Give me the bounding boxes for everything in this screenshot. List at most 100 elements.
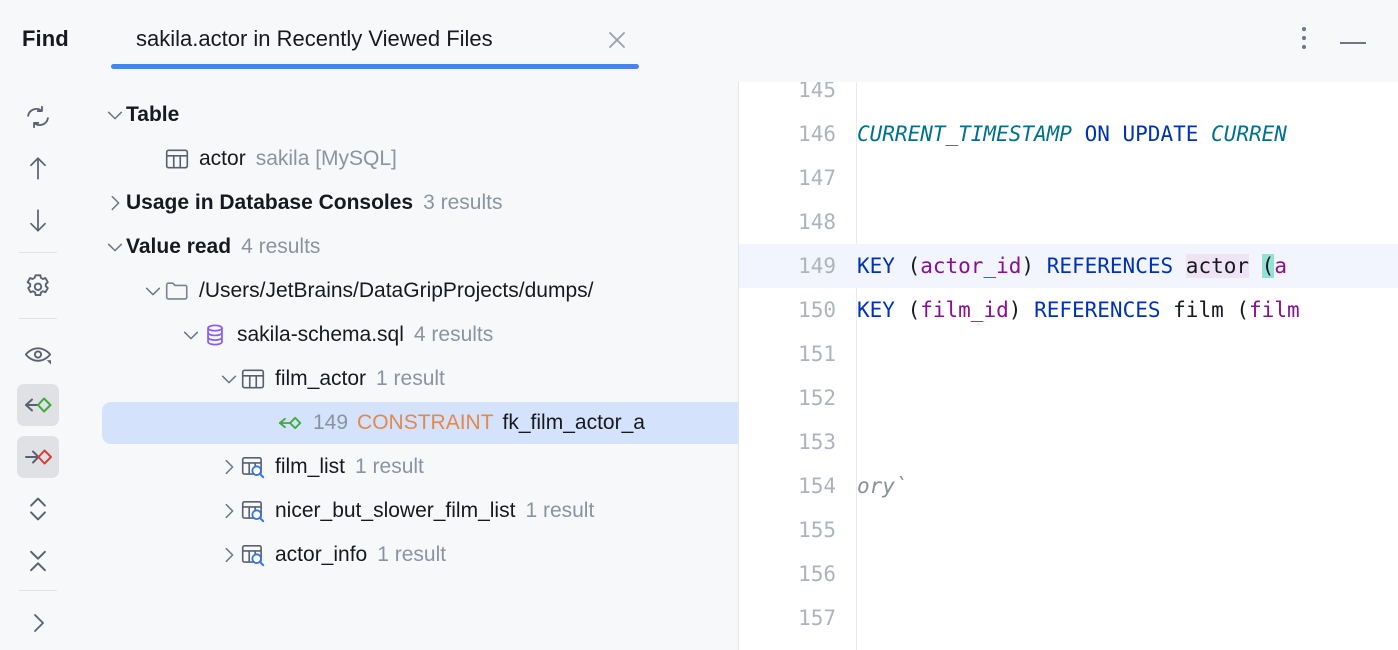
table-icon — [240, 366, 266, 392]
gutter-line[interactable]: 156 — [739, 552, 856, 596]
code-line[interactable] — [857, 200, 1398, 244]
tree-row-count: 1 result — [355, 455, 424, 478]
code-token: ory` — [857, 474, 908, 498]
more-vertical-icon[interactable] — [1294, 27, 1314, 55]
chevron-down-icon[interactable] — [180, 324, 202, 346]
gutter-line[interactable]: 153 — [739, 420, 856, 464]
tree-row-label: nicer_but_slower_film_list — [275, 499, 516, 522]
tree-row-count: 1 result — [377, 543, 447, 566]
gutter-line[interactable]: 154 — [739, 464, 856, 508]
code-line[interactable] — [857, 508, 1398, 552]
arrow-down-icon[interactable] — [17, 200, 59, 242]
usage-highlight-token: actor — [1185, 254, 1250, 278]
gutter-line[interactable]: 151 — [739, 332, 856, 376]
code-token: film — [1173, 298, 1224, 322]
gutter-line[interactable]: 152 — [739, 376, 856, 420]
tree-row[interactable]: Table — [76, 93, 738, 137]
code-token: actor_id — [920, 254, 1022, 278]
gutter-line[interactable]: 149 — [739, 244, 856, 288]
chevron-right-icon[interactable] — [218, 544, 240, 566]
chevron-right-icon[interactable] — [218, 500, 240, 522]
current-line-highlight — [739, 244, 1398, 288]
line-number: 149 — [798, 254, 836, 278]
code-line[interactable]: ory` — [857, 464, 1398, 508]
code-token: REFERENCES — [1034, 298, 1161, 322]
line-number: 157 — [798, 606, 836, 630]
tree-row-label: Value read — [126, 235, 232, 258]
code-token: CURREN — [1211, 122, 1287, 146]
code-line[interactable] — [857, 156, 1398, 200]
code-line[interactable] — [857, 420, 1398, 464]
gutter-line[interactable]: 148 — [739, 200, 856, 244]
value-read-icon — [278, 412, 304, 434]
expand-all-icon[interactable] — [17, 488, 59, 530]
code-line[interactable]: KEY (actor_id) REFERENCES actor (a — [857, 244, 1398, 288]
table-icon — [164, 146, 190, 172]
code-token: CURRENT_TIMESTAMP — [857, 122, 1072, 146]
line-number: 154 — [798, 474, 836, 498]
refresh-icon[interactable] — [17, 96, 59, 138]
match-line-number: 149 — [313, 411, 349, 434]
chevron-down-icon[interactable] — [104, 104, 126, 126]
code-token: ( — [1223, 298, 1250, 322]
gutter-line[interactable]: 157 — [739, 596, 856, 640]
gutter-line[interactable]: 147 — [739, 156, 856, 200]
chevron-down-icon[interactable] — [104, 236, 126, 258]
collapse-all-icon[interactable] — [17, 540, 59, 582]
value-write-icon[interactable] — [17, 436, 59, 478]
line-number: 156 — [798, 562, 836, 586]
toolbar-divider — [19, 252, 57, 253]
chevron-down-icon[interactable] — [142, 280, 164, 302]
tree-row-count: sakila [MySQL] — [255, 147, 397, 170]
tree-chevron-spacer — [142, 148, 164, 170]
folder-icon — [164, 278, 190, 304]
code-token — [1173, 254, 1186, 278]
close-icon[interactable] — [605, 28, 629, 52]
arrow-up-icon[interactable] — [17, 148, 59, 190]
code-line[interactable]: KEY (film_id) REFERENCES film (film — [857, 288, 1398, 332]
gutter-line[interactable]: 155 — [739, 508, 856, 552]
gutter-line[interactable]: 145 — [739, 82, 856, 112]
tree-row[interactable]: /Users/JetBrains/DataGripProjects/dumps/ — [76, 269, 738, 313]
minimize-icon[interactable] — [1340, 38, 1370, 48]
tree-row-label: /Users/JetBrains/DataGripProjects/dumps/ — [199, 279, 594, 302]
view-icon — [240, 454, 266, 480]
gutter-line[interactable]: 146 — [739, 112, 856, 156]
code-line[interactable] — [857, 552, 1398, 596]
code-line[interactable]: CURRENT_TIMESTAMP ON UPDATE CURREN — [857, 112, 1398, 156]
code-token — [1021, 298, 1034, 322]
gutter-divider — [856, 82, 857, 650]
code-token: KEY — [857, 254, 908, 278]
match-text: fk_film_actor_a — [502, 411, 645, 434]
view-icon — [240, 542, 266, 568]
code-line[interactable] — [857, 332, 1398, 376]
code-line[interactable] — [857, 82, 1398, 112]
code-token — [1249, 254, 1262, 278]
gear-icon[interactable] — [17, 266, 59, 308]
chevron-down-icon[interactable] — [218, 368, 240, 390]
tab-find-results[interactable]: sakila.actor in Recently Viewed Files — [111, 0, 639, 82]
gutter-line[interactable]: 150 — [739, 288, 856, 332]
chevron-right-icon[interactable] — [104, 192, 126, 214]
chevron-right-icon[interactable] — [218, 456, 240, 478]
left-toolbar — [0, 82, 76, 650]
eye-icon[interactable] — [17, 334, 59, 376]
code-token: ) — [1021, 254, 1035, 278]
code-line[interactable] — [857, 376, 1398, 420]
chevron-right-icon[interactable] — [17, 602, 59, 644]
value-read-icon[interactable] — [17, 384, 59, 426]
tab-active-indicator — [111, 64, 639, 69]
panel-splitter[interactable] — [738, 82, 739, 650]
code-line[interactable] — [857, 596, 1398, 640]
